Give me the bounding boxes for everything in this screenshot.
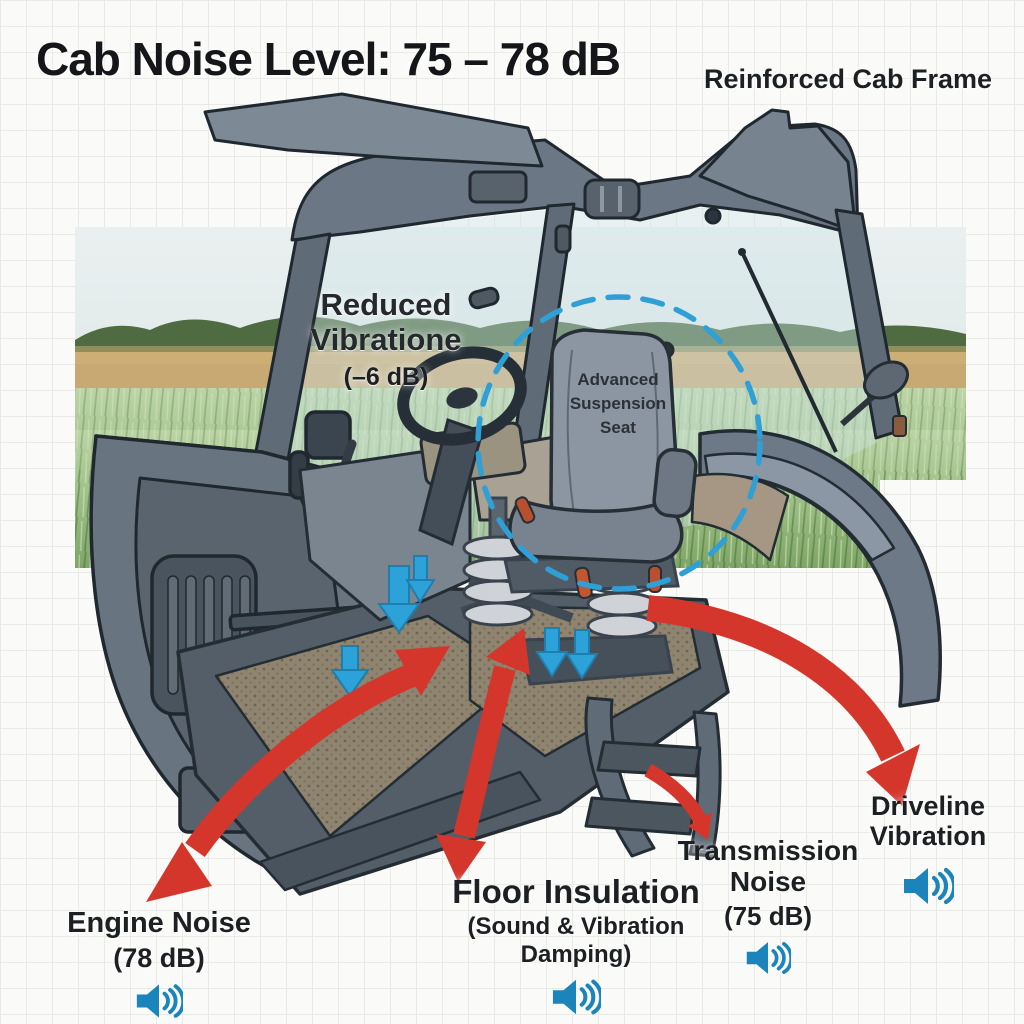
windshield-wiper bbox=[738, 248, 838, 453]
speaker-icon bbox=[552, 979, 601, 1015]
page-title: Cab Noise Level: 75 – 78 dB bbox=[36, 33, 621, 85]
step-tread bbox=[584, 796, 696, 836]
seat-armrest bbox=[652, 447, 698, 519]
fender-marker-light bbox=[892, 415, 907, 437]
suspension-seat bbox=[508, 328, 698, 600]
speaker-icon bbox=[746, 941, 791, 974]
floor-insulation-annotation: Floor Insulation (Sound & Vibration Damp… bbox=[424, 873, 728, 1017]
floor-insulation-value: (Sound & Vibration Damping) bbox=[467, 913, 685, 969]
roof-right-cap bbox=[698, 108, 858, 234]
reduced-vibration-name: Reduced Vibratione bbox=[310, 287, 462, 357]
driveline-vibration-name: Driveline Vibration bbox=[869, 791, 987, 851]
step-tread bbox=[596, 740, 702, 778]
seat-suspension bbox=[460, 496, 680, 686]
engine-noise-value: (78 dB) bbox=[113, 942, 205, 973]
side-mirror bbox=[840, 360, 909, 427]
engine-noise-arrow bbox=[146, 646, 450, 902]
transmission-noise-value: (75 dB) bbox=[723, 900, 813, 931]
door-mirror-housing bbox=[304, 410, 352, 460]
driveline-vibration-annotation: Driveline Vibration bbox=[850, 791, 1006, 907]
entry-steps bbox=[584, 696, 722, 858]
coil-spring-left bbox=[462, 535, 534, 627]
roof-visor bbox=[203, 92, 544, 168]
speaker-icon bbox=[904, 868, 954, 905]
transmission-noise-annotation: Transmission Noise (75 dB) bbox=[676, 835, 860, 976]
steering-wheel bbox=[397, 346, 527, 547]
reinforced-cab-frame-label: Reinforced Cab Frame bbox=[704, 64, 993, 94]
suspension-zone-dashed-circle bbox=[475, 294, 763, 592]
advanced-suspension-seat-label: Advanced Suspension Seat bbox=[569, 370, 667, 437]
reduced-vibration-value: (–6 dB) bbox=[343, 363, 429, 392]
floor-insulation-name: Floor Insulation bbox=[452, 873, 700, 910]
cab-roof bbox=[203, 92, 860, 242]
floor-insulation-arrow bbox=[436, 628, 530, 882]
transmission-noise-name: Transmission Noise bbox=[677, 835, 859, 897]
driveline-vibration-arrow bbox=[646, 595, 920, 806]
engine-noise-annotation: Engine Noise (78 dB) bbox=[34, 907, 284, 1020]
reduced-vibration-label: Reduced Vibratione (–6 dB) bbox=[294, 287, 478, 392]
roof-vent bbox=[583, 178, 641, 220]
rear-fender bbox=[690, 415, 942, 708]
engine-noise-name: Engine Noise bbox=[67, 907, 251, 939]
speaker-icon bbox=[136, 984, 183, 1018]
noise-path-arrows bbox=[146, 595, 920, 902]
transmission-noise-arrow bbox=[644, 763, 712, 840]
vibration-damping-arrows bbox=[330, 555, 599, 698]
